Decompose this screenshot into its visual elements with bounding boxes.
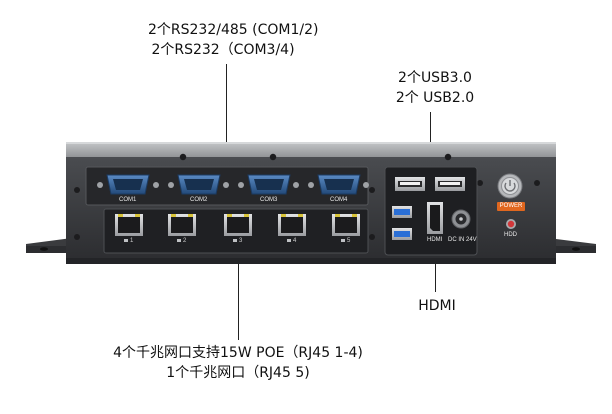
mounting-bracket-right xyxy=(548,238,596,253)
com-port-2 xyxy=(168,174,229,195)
rj45-port-2 xyxy=(168,214,196,236)
rj45-port-3 xyxy=(224,214,252,236)
hdmi-port xyxy=(427,202,443,234)
lan3-label: 3 xyxy=(239,238,243,244)
lan1-label: 1 xyxy=(130,238,134,244)
com2-label: COM2 xyxy=(190,197,208,203)
com-port-3 xyxy=(238,174,299,195)
lan-callout-line1: 4个千兆网口支持15W POE（RJ45 1-4) xyxy=(113,345,363,361)
usb-callout: 2个USB3.0 2个 USB2.0 xyxy=(380,68,490,108)
com4-label: COM4 xyxy=(330,197,348,203)
lan4-label: 4 xyxy=(293,238,297,244)
hdd-label: HDD xyxy=(504,232,517,238)
lan-port-marks xyxy=(124,239,345,242)
usb-callout-line2: 2个 USB2.0 xyxy=(395,90,475,106)
usb2-port-2 xyxy=(435,177,465,191)
dc-jack xyxy=(451,209,471,229)
usb2-port-1 xyxy=(395,177,425,191)
mounting-bracket-left xyxy=(26,238,72,253)
rj45-port-5 xyxy=(332,214,360,236)
rj45-port-1 xyxy=(115,214,143,236)
hdmi-callout: HDMI xyxy=(418,298,456,314)
com3-label: COM3 xyxy=(260,197,278,203)
dc-in-label: DC IN 24V xyxy=(448,237,477,243)
power-label-plate xyxy=(497,202,525,211)
hdd-led xyxy=(506,219,516,229)
screw-icons xyxy=(74,153,540,240)
com-callout-line2: 2个RS232（COM3/4) xyxy=(151,42,295,58)
usb-callout-line1: 2个USB3.0 xyxy=(398,70,472,86)
com-port-4 xyxy=(308,174,369,195)
lan-leader-line xyxy=(238,252,239,340)
hdmi-port-label: HDMI xyxy=(427,237,443,243)
com-callout: 2个RS232/485 (COM1/2) 2个RS232（COM3/4) xyxy=(148,20,319,60)
com-port-1 xyxy=(97,174,159,195)
power-button xyxy=(497,173,523,199)
lan-callout: 4个千兆网口支持15W POE（RJ45 1-4) 1个千兆网口（RJ45 5) xyxy=(88,343,388,383)
usb3-port-1 xyxy=(392,206,412,218)
lan2-label: 2 xyxy=(183,238,187,244)
power-label: POWER xyxy=(499,203,523,209)
rj45-port-4 xyxy=(278,214,306,236)
top-cover xyxy=(66,142,556,158)
com-leader-line xyxy=(226,64,227,170)
com-callout-line1: 2个RS232/485 (COM1/2) xyxy=(148,22,319,38)
lan5-label: 5 xyxy=(347,238,351,244)
lan-callout-line2: 1个千兆网口（RJ45 5) xyxy=(166,365,310,381)
usb3-port-2 xyxy=(392,228,412,240)
com1-label: COM1 xyxy=(119,197,137,203)
